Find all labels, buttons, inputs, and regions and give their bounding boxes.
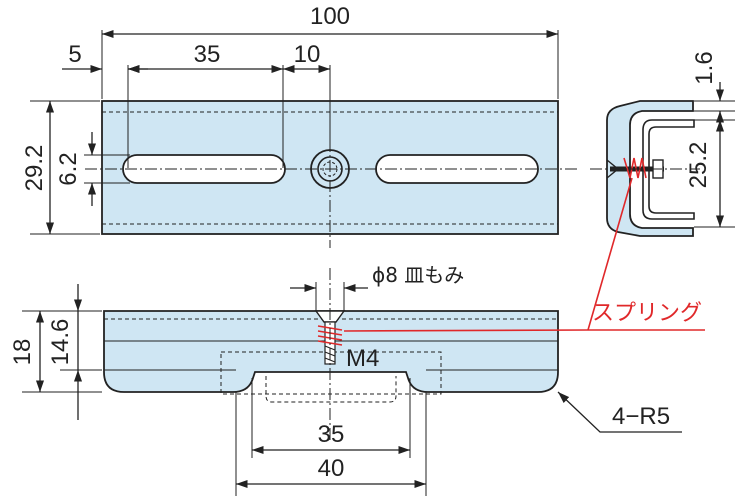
screw-size-label: M4: [346, 345, 379, 372]
side-view: 1.6 25.2: [590, 51, 735, 237]
top-view: 100 5 35 10 29.2 6.2: [21, 3, 580, 248]
spring-leader-side: [587, 177, 633, 331]
dim-overall-length: 100: [310, 3, 350, 30]
side-outer-channel: [606, 100, 694, 237]
dim-inner-width: 35: [318, 421, 345, 448]
dim-plate-height: 29.2: [21, 145, 48, 192]
spring-callout: スプリング: [343, 177, 705, 332]
front-view: ϕ8 皿もみ M4 18 14.6 35 40 4−R5: [9, 263, 682, 496]
dim-inner-height: 25.2: [685, 142, 712, 189]
dim-upper-height: 14.6: [47, 319, 74, 366]
dim-flange-thickness: 1.6: [691, 51, 718, 84]
dim-outer-width: 40: [318, 455, 345, 482]
dim-slot-to-center: 10: [294, 41, 321, 68]
radius-note: 4−R5: [612, 403, 670, 430]
side-spring: [623, 157, 647, 179]
spring-leader-front: [343, 329, 705, 332]
radius-leader: [557, 391, 682, 433]
side-inner-bracket: [642, 119, 695, 220]
dim-end-to-slot: 5: [68, 41, 81, 68]
dim-slot-width: 6.2: [55, 152, 82, 185]
countersink-note: ϕ8 皿もみ: [372, 263, 464, 287]
front-hidden-bracket: [220, 351, 442, 395]
front-hidden-channel: [265, 376, 397, 403]
dim-slot-length: 35: [194, 41, 221, 68]
spring-label: スプリング: [592, 301, 702, 326]
dim-total-height: 18: [9, 339, 36, 366]
